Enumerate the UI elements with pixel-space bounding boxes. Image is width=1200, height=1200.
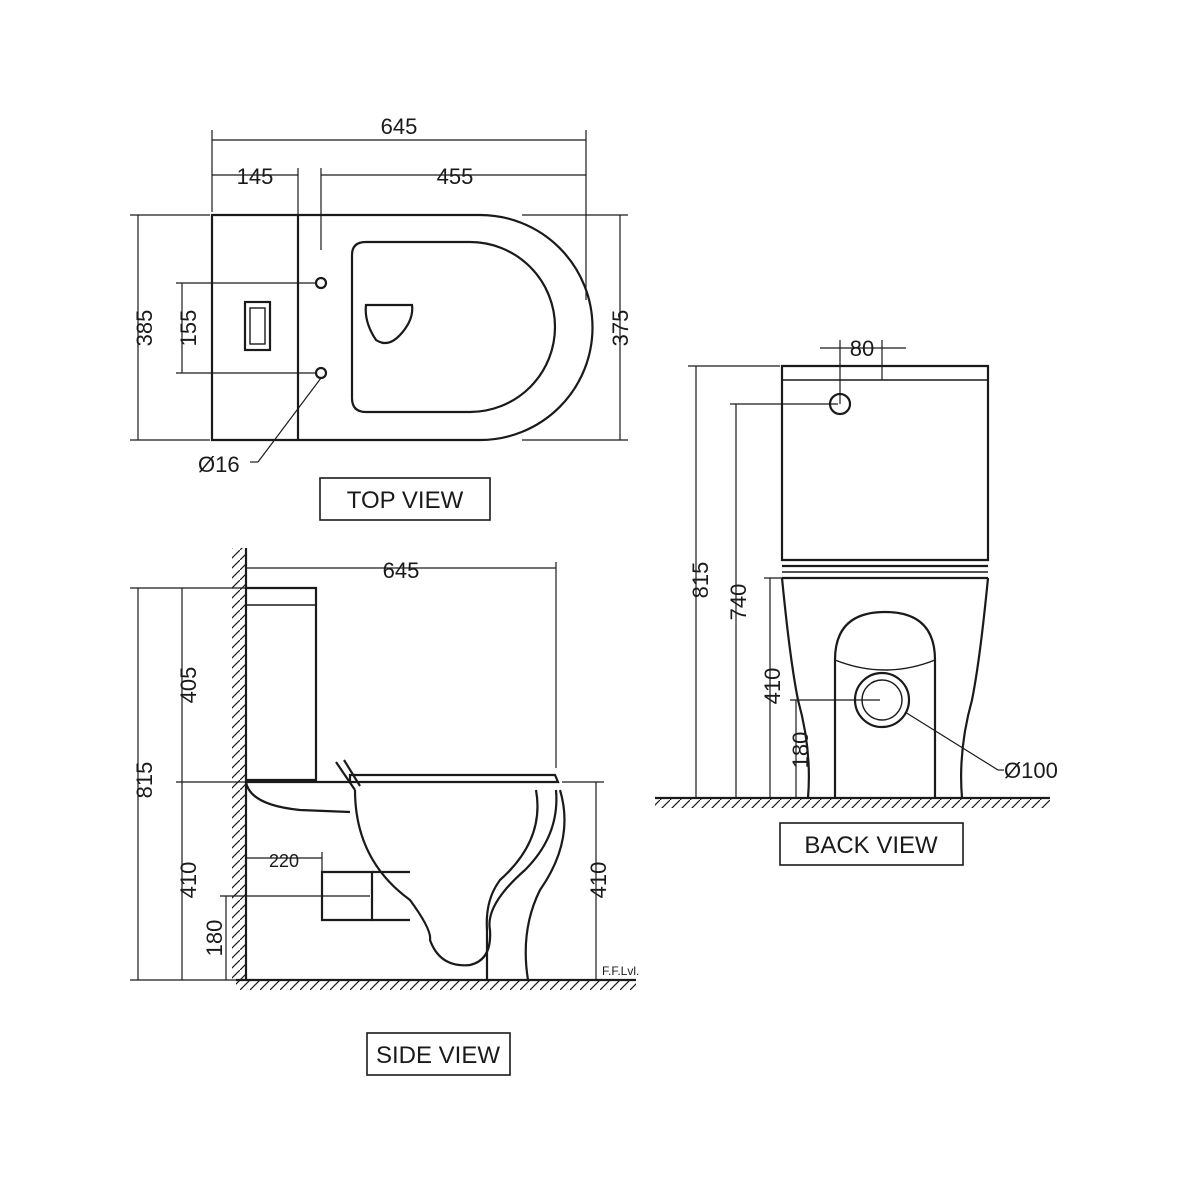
side-floor-level-label: F.F.Lvl. — [602, 964, 639, 978]
side-seat-height-right-label: 410 — [586, 862, 611, 899]
back-total-height-label: 815 — [688, 562, 713, 599]
back-outlet-center-label: 180 — [788, 732, 813, 769]
back-inlet-height-label: 740 — [726, 584, 751, 621]
side-total-height-label: 815 — [132, 762, 157, 799]
side-view-label: SIDE VIEW — [376, 1042, 500, 1069]
back-view-label: BACK VIEW — [804, 832, 938, 859]
back-inlet-offset-label: 80 — [850, 336, 874, 361]
top-view-outline — [210, 213, 594, 442]
side-view: 645 815 405 410 180 220 410 F.F. — [130, 548, 639, 1076]
back-view: 80 815 740 410 180 Ø100 BACK VIEW — [655, 336, 1058, 866]
side-tank-height-label: 405 — [176, 667, 201, 704]
back-view-label-box — [779, 822, 964, 866]
top-fixing-hole-label: Ø16 — [198, 452, 240, 477]
back-outlet-top-label: 410 — [760, 668, 785, 705]
back-outlet-diameter-label: Ø100 — [1004, 758, 1058, 783]
top-tank-depth-label: 145 — [237, 164, 274, 189]
top-view: 645 145 455 385 155 375 — [130, 114, 633, 521]
back-view-dimensions: 80 815 740 410 180 Ø100 — [688, 336, 1058, 798]
top-view-label: TOP VIEW — [347, 487, 464, 514]
top-overall-length-label: 645 — [381, 114, 418, 139]
side-view-wall — [232, 548, 636, 990]
top-bowl-width-label: 375 — [608, 310, 633, 347]
side-outlet-height-label: 180 — [202, 920, 227, 957]
top-bowl-length-label: 455 — [437, 164, 474, 189]
top-view-label-box — [319, 477, 491, 521]
side-outlet-distance-label: 220 — [269, 851, 299, 871]
side-view-outline — [244, 586, 566, 981]
side-overall-length-label: 645 — [383, 558, 420, 583]
top-fixing-spacing-label: 155 — [176, 310, 201, 347]
back-view-floor — [655, 796, 1050, 808]
side-seat-height-left-label: 410 — [176, 862, 201, 899]
top-view-dimensions: 645 145 455 385 155 375 — [130, 114, 633, 477]
side-view-label-box — [366, 1032, 511, 1076]
top-overall-width-label: 385 — [132, 310, 157, 347]
side-view-dimensions: 645 815 405 410 180 220 410 F.F. — [130, 558, 639, 981]
